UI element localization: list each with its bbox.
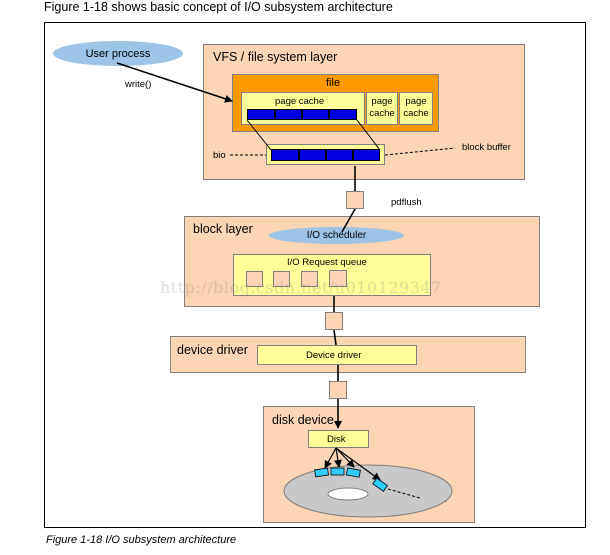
pdflush-connector bbox=[346, 191, 364, 209]
request-item-1 bbox=[246, 271, 263, 287]
page-cache-main-label: page cache bbox=[275, 96, 325, 107]
page-cache-block-1 bbox=[247, 109, 275, 120]
device-driver-box-label: Device driver bbox=[306, 350, 362, 361]
bio-block-1 bbox=[271, 149, 299, 161]
page-cache-2-label: page cache bbox=[369, 96, 395, 119]
bio-label: bio bbox=[213, 150, 226, 161]
io-scheduler-ellipse: I/O scheduler bbox=[269, 227, 404, 244]
page-cache-3 bbox=[399, 92, 433, 125]
sector-label: sector bbox=[422, 494, 448, 505]
write-call-label: write() bbox=[125, 79, 152, 90]
block-layer-title: block layer bbox=[193, 222, 253, 236]
vfs-layer-title: VFS / file system layer bbox=[213, 50, 338, 64]
request-item-4 bbox=[329, 270, 347, 287]
block-buffer-label: block buffer bbox=[462, 142, 511, 153]
io-request-queue bbox=[233, 254, 431, 296]
file-label: file bbox=[326, 77, 341, 89]
page-cache-block-4 bbox=[329, 109, 357, 120]
disk-box-label: Disk bbox=[327, 434, 346, 445]
io-request-queue-label: I/O Request queue bbox=[287, 257, 367, 268]
diagram-frame bbox=[44, 22, 586, 528]
page-cache-3-label: page cache bbox=[403, 96, 429, 119]
driver-to-disk-connector bbox=[329, 381, 347, 399]
device-driver-box bbox=[257, 345, 417, 365]
page-cache-block-3 bbox=[302, 109, 329, 120]
figure-intro-text: Figure 1-18 shows basic concept of I/O s… bbox=[44, 0, 393, 14]
block-to-driver-connector bbox=[325, 312, 343, 330]
bio-block-4 bbox=[353, 149, 380, 161]
request-item-2 bbox=[273, 271, 290, 287]
request-item-3 bbox=[301, 271, 318, 287]
user-process-ellipse: User process bbox=[53, 41, 183, 66]
figure-caption: Figure 1-18 I/O subsystem architecture bbox=[46, 534, 237, 546]
device-driver-layer-title: device driver bbox=[177, 343, 248, 357]
disk-box bbox=[308, 430, 369, 448]
bio-block-2 bbox=[299, 149, 326, 161]
pdflush-label: pdflush bbox=[391, 197, 422, 208]
page-cache-2 bbox=[366, 92, 398, 125]
bio-block-3 bbox=[326, 149, 353, 161]
disk-device-title: disk device bbox=[272, 413, 334, 427]
page-cache-block-2 bbox=[275, 109, 302, 120]
watermark-text: http://blog.csdn.net/u010129347 bbox=[160, 278, 442, 297]
